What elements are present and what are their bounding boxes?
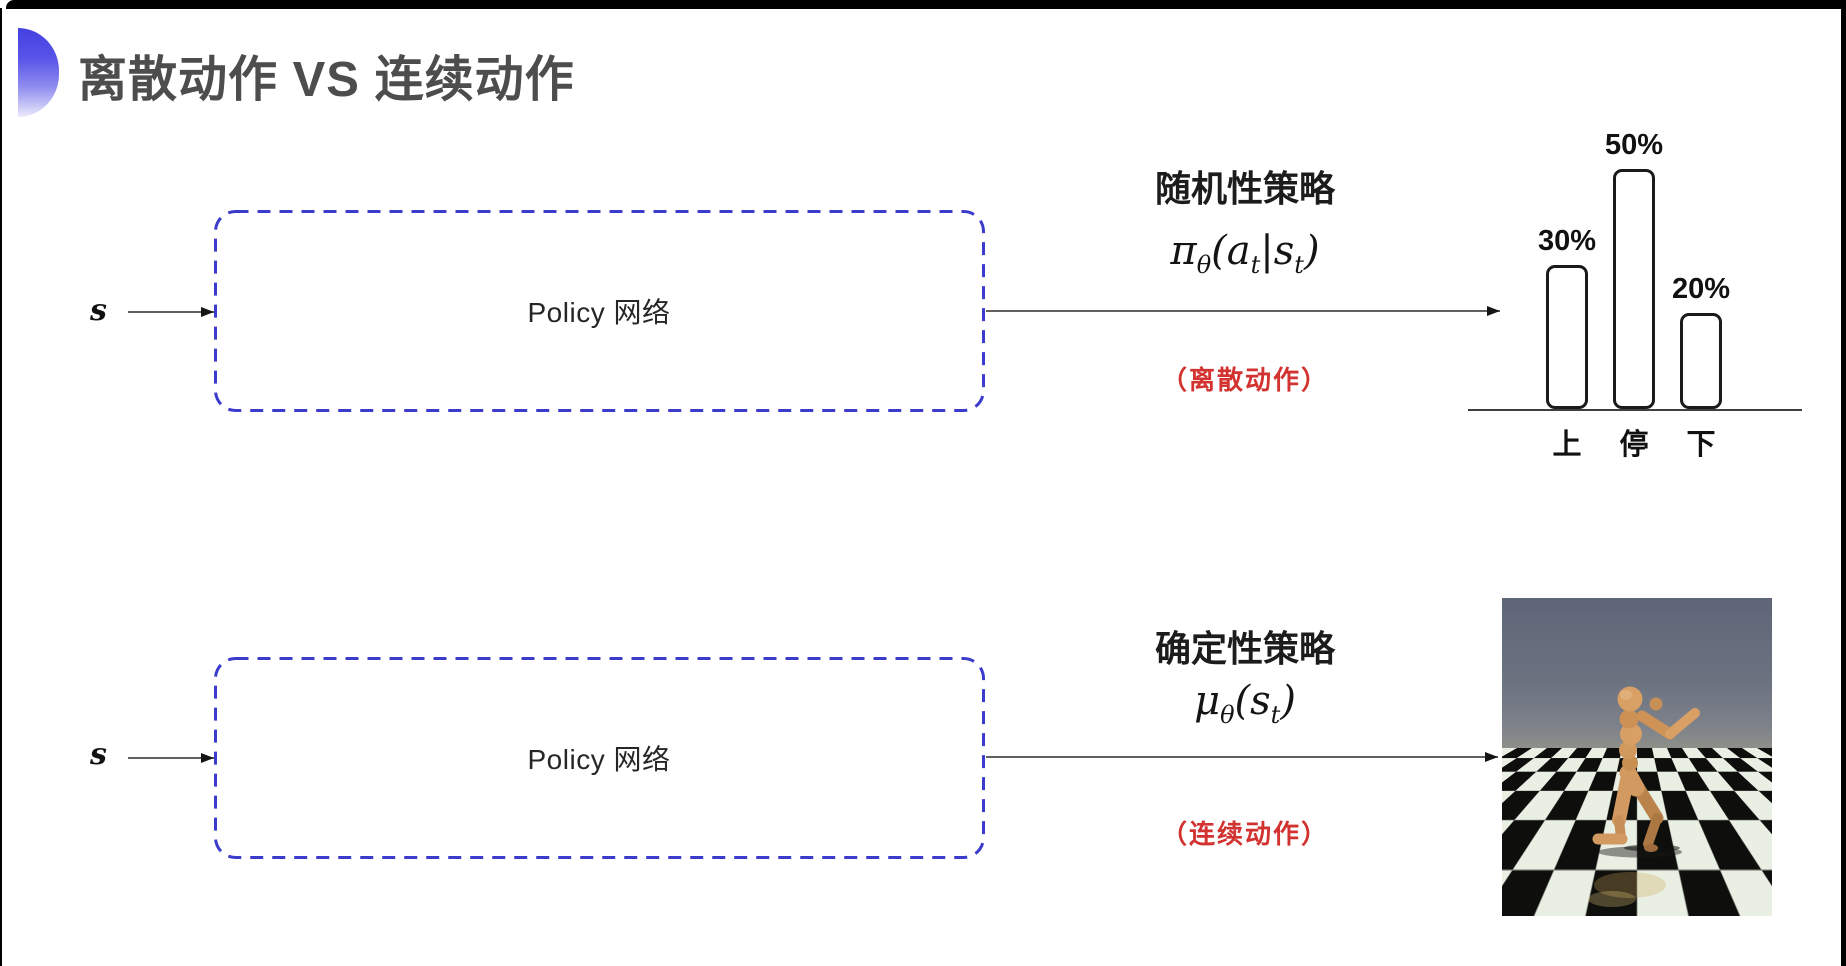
bar (1613, 169, 1655, 409)
continuous-action-note: （连续动作） (1160, 819, 1329, 849)
bar-chart-categories: 上停下 (1546, 421, 1722, 463)
state-input-label-top: s (90, 293, 107, 328)
formula-stochastic-policy: πθ(at|st) (1170, 228, 1320, 279)
policy-network-box-bottom: Policy 网络 (215, 658, 983, 858)
policy-network-box-top: Policy 网络 (215, 211, 983, 411)
bar-category-label: 上 (1552, 429, 1582, 461)
policy-network-label-bottom: Policy 网络 (527, 744, 671, 775)
bar (1546, 265, 1588, 409)
title-bullet-icon (18, 28, 59, 117)
bar-category-label: 下 (1686, 429, 1716, 461)
formula-deterministic-policy: μθ(st) (1194, 678, 1296, 729)
stochastic-policy-title: 随机性策略 (1154, 168, 1335, 209)
bar-value-label: 50% (1604, 129, 1664, 161)
bar-chart-bars: 30% 50% 20% (1538, 0, 1730, 409)
humanoid-figure (1588, 686, 1700, 907)
frame-right-edge (1841, 0, 1846, 966)
deterministic-policy-title: 确定性策略 (1154, 628, 1335, 669)
bar-value-label: 20% (1671, 273, 1731, 305)
humanoid-simulation-image (1502, 598, 1772, 916)
bar-category-label: 停 (1619, 429, 1649, 461)
bar-column: 50% (1605, 129, 1663, 409)
frame-top-edge (6, 0, 1846, 9)
bar-column: 30% (1538, 225, 1596, 409)
state-input-label-bottom: s (90, 737, 107, 772)
frame-left-edge (0, 8, 2, 966)
bar-column: 20% (1672, 273, 1730, 409)
policy-network-label-top: Policy 网络 (527, 297, 671, 328)
discrete-action-note: （离散动作） (1160, 365, 1329, 395)
bar-value-label: 30% (1537, 225, 1597, 257)
bar (1680, 313, 1722, 409)
slide-title: 离散动作 VS 连续动作 (78, 53, 575, 107)
